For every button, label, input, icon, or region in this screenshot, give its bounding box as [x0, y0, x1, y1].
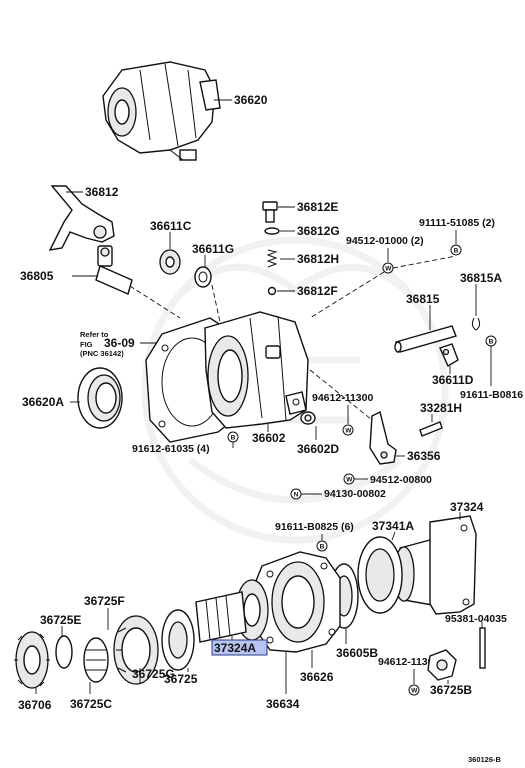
shift-head-36805 — [95, 245, 133, 295]
symbol-b-1: B — [450, 244, 462, 256]
label-36356: 36356 — [407, 449, 441, 463]
label-36725e: 36725E — [40, 613, 81, 627]
label-36602: 36602 — [252, 431, 286, 445]
sleeve-36725 — [161, 609, 195, 671]
label-36611d: 36611D — [432, 373, 474, 387]
label-36812g: 36812G — [297, 224, 340, 238]
pin-95381 — [479, 627, 486, 669]
refer-line2: FIG — [80, 340, 93, 349]
label-36815a: 36815A — [460, 271, 502, 285]
label-94612-11300-a: 94612-11300 — [312, 392, 373, 404]
diagram-code: 360126-B — [468, 755, 502, 764]
ring-36725e — [55, 635, 73, 669]
ball-36812f — [267, 286, 277, 296]
label-36611g: 36611G — [192, 242, 234, 256]
symbol-b-3: B — [227, 431, 239, 443]
housing-37324 — [393, 515, 477, 615]
lever-36611d — [439, 343, 459, 368]
nut-36725b — [427, 649, 457, 681]
symbol-w-2: W — [342, 424, 354, 436]
svg-text:B: B — [231, 434, 236, 441]
shift-lever-36356 — [369, 410, 397, 465]
housing-36626 — [253, 551, 341, 653]
symbol-b-2: B — [485, 335, 497, 347]
label-37324: 37324 — [450, 500, 484, 514]
label-94612-11300-b: 94612-11300 — [378, 656, 439, 668]
pin-33281h — [419, 421, 443, 437]
shift-fork-36812 — [48, 185, 115, 251]
refer-line1: Refer to — [80, 330, 109, 339]
label-37324a: 37324A — [214, 641, 256, 655]
label-37341a: 37341A — [372, 519, 414, 533]
seal-36611g — [194, 266, 212, 288]
label-94512-01000: 94512-01000 (2) — [346, 235, 424, 247]
label-36725g: 36725G — [132, 667, 175, 681]
svg-text:B: B — [489, 338, 494, 345]
gasket-37341a — [357, 536, 403, 614]
label-95381-04035: 95381-04035 — [445, 613, 507, 625]
symbol-b-4: B — [316, 540, 328, 552]
label-36605b: 36605B — [336, 646, 378, 660]
symbol-w-3: W — [343, 473, 355, 485]
svg-text:W: W — [411, 687, 418, 694]
highlight-37324a[interactable] — [211, 639, 268, 656]
hub-sleeve-36725g — [113, 615, 159, 685]
label-36620a: 36620A — [22, 395, 64, 409]
label-36725: 36725 — [164, 672, 198, 686]
label-36812: 36812 — [85, 185, 119, 199]
extension-housing-36602 — [204, 311, 309, 429]
label-36620: 36620 — [234, 93, 268, 107]
label-36805: 36805 — [20, 269, 54, 283]
svg-text:W: W — [385, 265, 392, 272]
bolt-36812e — [262, 201, 278, 223]
gasket-36812g — [264, 227, 280, 235]
svg-text:N: N — [294, 491, 299, 498]
gear-36706 — [14, 631, 50, 689]
refer-pnc: (PNC 36142) — [80, 349, 124, 358]
label-36725b: 36725B — [430, 683, 472, 697]
label-36725f: 36725F — [84, 594, 125, 608]
label-36812h: 36812H — [297, 252, 339, 266]
label-36602d: 36602D — [297, 442, 339, 456]
label-91611-b0816: 91611-B0816 — [460, 389, 523, 401]
plug-36602d — [300, 411, 316, 425]
label-36815: 36815 — [406, 292, 440, 306]
label-94130-00802: 94130-00802 — [324, 488, 386, 500]
symbol-w-1: W — [382, 262, 394, 274]
symbol-w-4: W — [408, 684, 420, 696]
shaft-36815 — [394, 325, 457, 353]
label-91612-61035: 91612-61035 (4) — [132, 443, 210, 455]
label-91611-b0825: 91611-B0825 (6) — [275, 521, 354, 533]
oil-seal-36620a — [77, 367, 123, 429]
spring-36812h — [266, 249, 278, 268]
clip-36815a — [471, 317, 481, 331]
svg-text:B: B — [454, 247, 459, 254]
label-36611c: 36611C — [150, 219, 192, 233]
svg-text:B: B — [320, 543, 325, 550]
bearing-36725c — [83, 637, 109, 683]
label-94512-00800: 94512-00800 — [370, 474, 432, 486]
label-36634: 36634 — [266, 697, 300, 711]
label-36725c: 36725C — [70, 697, 112, 711]
refer-fig: 36-09 — [104, 336, 135, 350]
svg-text:W: W — [346, 476, 353, 483]
svg-text:W: W — [345, 427, 352, 434]
label-36812f: 36812F — [297, 284, 338, 298]
label-33281h: 33281H — [420, 401, 462, 415]
label-36626: 36626 — [300, 670, 334, 684]
bushing-36611c — [159, 249, 181, 275]
label-36812e: 36812E — [297, 200, 338, 214]
label-91111: 91111-51085 (2) — [419, 217, 495, 229]
symbol-n-1: N — [290, 488, 302, 500]
transfer-case-assembly — [102, 61, 221, 161]
label-36706: 36706 — [18, 698, 52, 712]
output-shaft-37324a — [195, 591, 247, 643]
